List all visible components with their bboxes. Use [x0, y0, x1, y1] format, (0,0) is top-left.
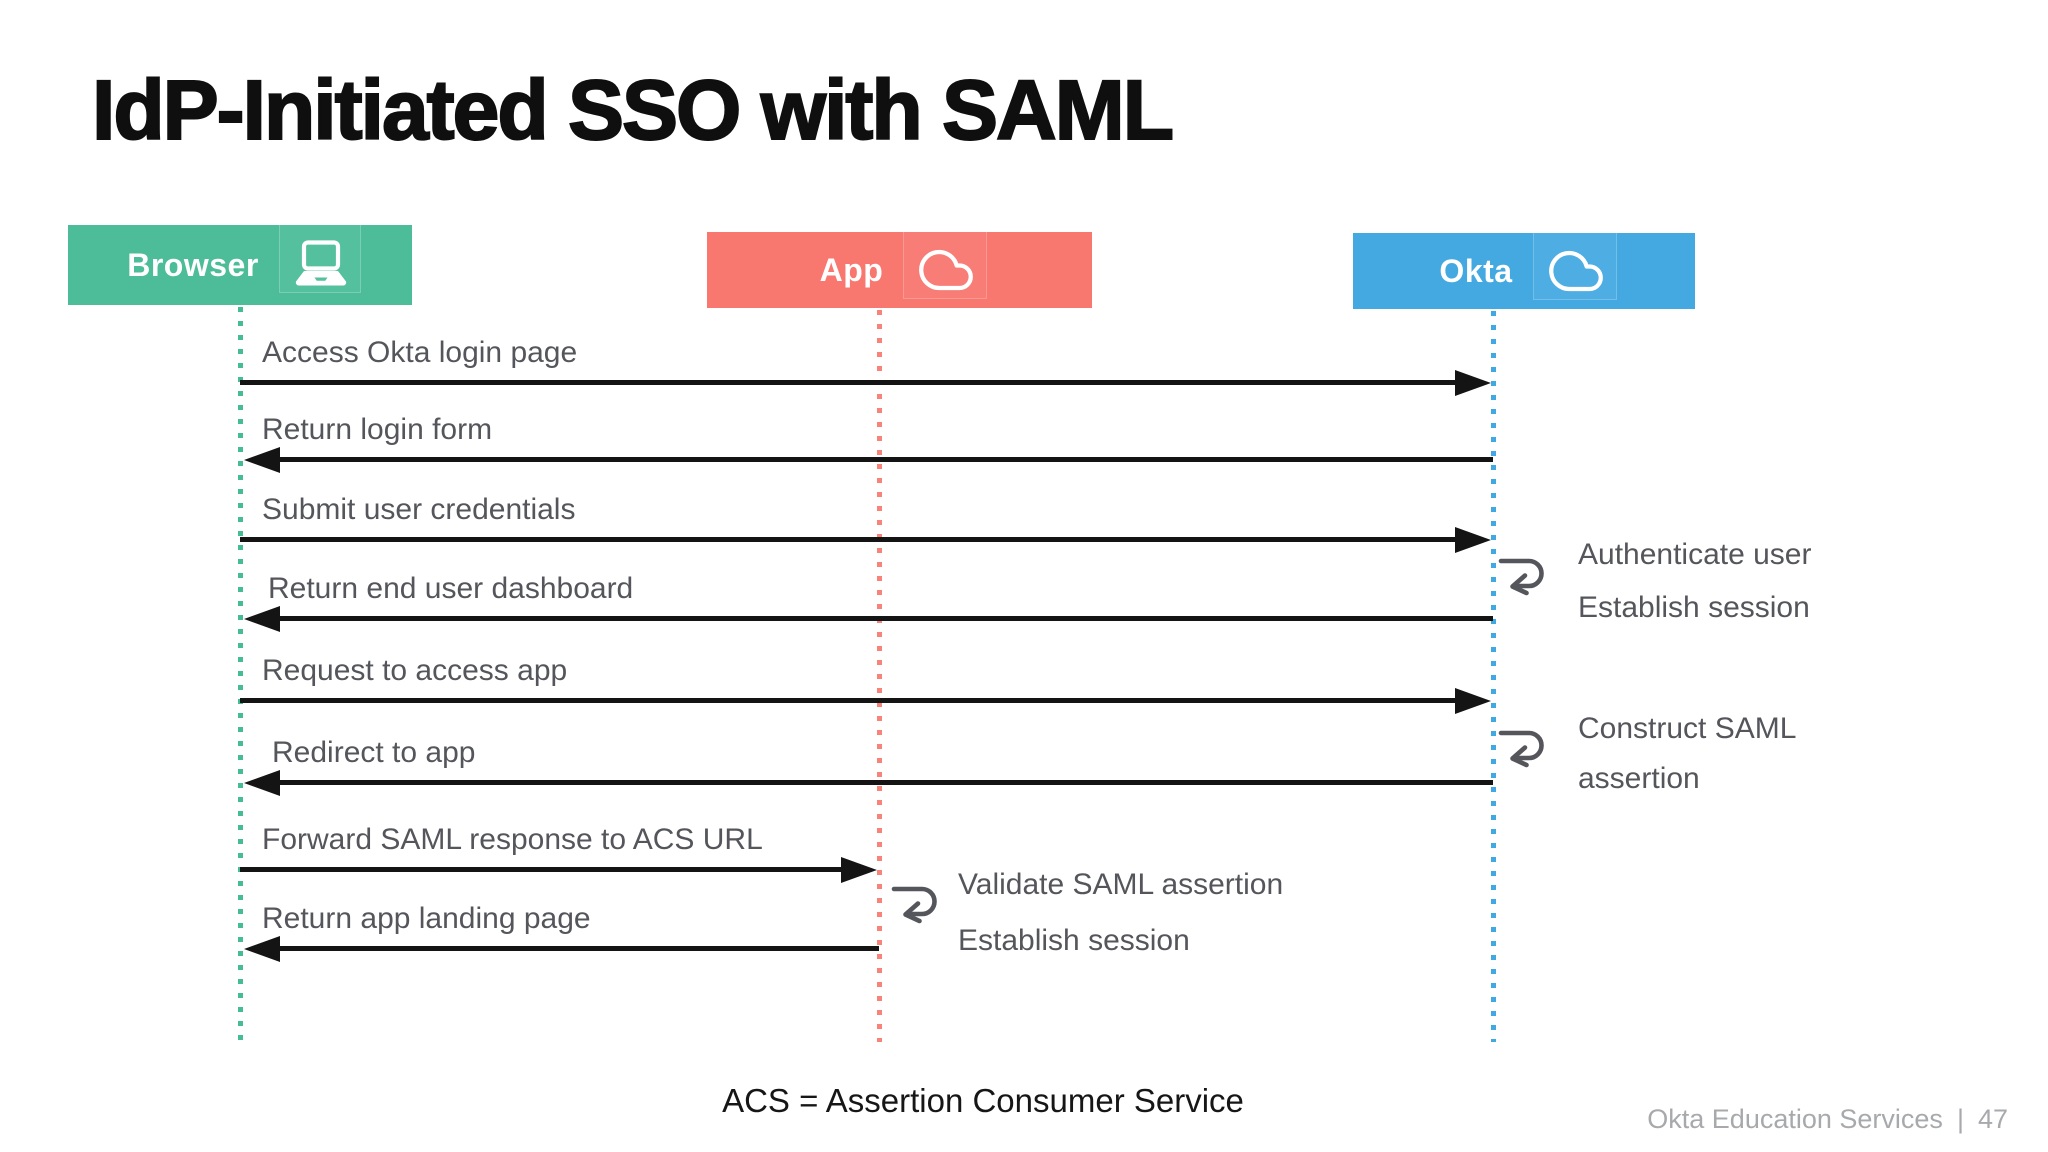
- self-loop-app: [891, 880, 949, 939]
- message-label: Access Okta login page: [262, 336, 578, 369]
- self-action-text: Construct SAML: [1578, 712, 1797, 745]
- cloud-icon: [919, 249, 974, 291]
- footer-page-number: 47: [1977, 1104, 2008, 1134]
- loop-arrow-icon: [1498, 558, 1544, 596]
- self-action-text: Validate SAML assertion: [958, 868, 1284, 901]
- actor-app-label: App: [819, 251, 884, 288]
- message-arrow-line: [240, 698, 1459, 703]
- actor-app: App: [707, 227, 1092, 308]
- cloud-icon: [1548, 250, 1603, 292]
- message-arrow-head: [1455, 527, 1491, 553]
- laptop-icon-wrap: [278, 223, 361, 293]
- message-arrow-line: [278, 457, 1493, 462]
- message-label: Return login form: [262, 413, 493, 446]
- self-action-text: Establish session: [1578, 591, 1810, 624]
- message-label: Request to access app: [262, 654, 568, 687]
- actor-browser-label: Browser: [127, 246, 259, 283]
- message-arrow-head: [1455, 370, 1491, 396]
- lifeline-browser: [238, 307, 243, 1042]
- message-label: Redirect to app: [272, 736, 476, 769]
- cloud-icon-wrap: [903, 227, 988, 299]
- slide-footer: Okta Education Services | 47: [1647, 1104, 2008, 1135]
- self-loop-okta: [1498, 552, 1556, 611]
- message-arrow-line: [278, 946, 879, 951]
- message-arrow-line: [278, 780, 1493, 785]
- message-label: Return end user dashboard: [268, 572, 634, 605]
- message-arrow-head: [244, 936, 280, 962]
- actor-okta-label: Okta: [1439, 252, 1513, 289]
- message-label: Submit user credentials: [262, 493, 576, 526]
- laptop-icon: [295, 240, 346, 286]
- lifeline-okta: [1491, 311, 1496, 1042]
- message-arrow-head: [1455, 688, 1491, 714]
- actor-browser: Browser: [68, 223, 412, 305]
- loop-arrow-icon: [1498, 730, 1544, 768]
- message-arrow-line: [240, 380, 1459, 385]
- cloud-icon-wrap: [1532, 228, 1617, 300]
- self-action-text: Establish session: [958, 924, 1190, 957]
- message-label: Return app landing page: [262, 902, 591, 935]
- message-arrow-line: [240, 537, 1459, 542]
- message-arrow-head: [244, 606, 280, 632]
- message-arrow-line: [240, 867, 845, 872]
- page-title: IdP-Initiated SSO with SAML: [91, 62, 1175, 158]
- message-arrow-line: [278, 616, 1493, 621]
- footer-text: Okta Education Services: [1647, 1104, 1943, 1134]
- message-arrow-head: [841, 857, 877, 883]
- message-arrow-head: [244, 447, 280, 473]
- self-action-text: Authenticate user: [1578, 538, 1812, 571]
- lifeline-app: [877, 310, 882, 1042]
- footer-separator: |: [1956, 1104, 1964, 1134]
- acs-note: ACS = Assertion Consumer Service: [722, 1082, 1244, 1119]
- actor-okta: Okta: [1353, 228, 1695, 309]
- message-arrow-head: [244, 770, 280, 796]
- message-label: Forward SAML response to ACS URL: [262, 823, 763, 856]
- self-loop-okta: [1498, 724, 1556, 783]
- loop-arrow-icon: [891, 886, 937, 924]
- self-action-text: assertion: [1578, 762, 1700, 795]
